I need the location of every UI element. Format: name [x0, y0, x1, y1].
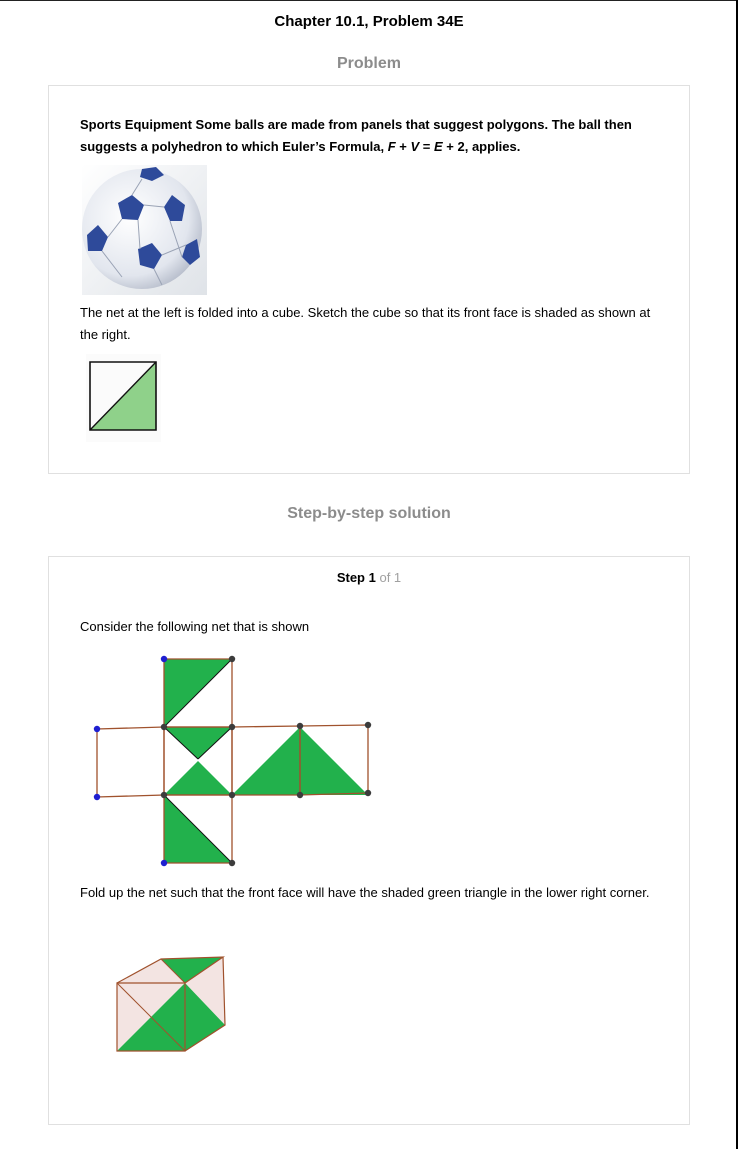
right-border: [736, 0, 738, 1149]
solution-heading: Step-by-step solution: [287, 505, 451, 522]
solution-card: Step 1 of 1 Consider the following net t…: [48, 556, 690, 1125]
step-text-net: Consider the following net that is shown: [80, 619, 310, 634]
step-text-fold: Fold up the net such that the front face…: [80, 885, 650, 900]
cube-net-diagram: [93, 655, 372, 867]
shaded-face-image: [86, 354, 161, 442]
folded-cube-diagram: [116, 956, 226, 1052]
problem-intro: Sports Equipment Some balls are made fro…: [80, 117, 632, 154]
step-label: Step 1 of 1: [336, 570, 402, 585]
top-border: [0, 0, 738, 1]
net-question: The net at the left is folded into a cub…: [80, 305, 651, 342]
problem-heading: Problem: [336, 55, 401, 72]
page-title: Chapter 10.1, Problem 34E: [274, 13, 464, 30]
problem-card: Sports Equipment Some balls are made fro…: [48, 85, 690, 474]
soccer-ball-image: [82, 165, 207, 295]
